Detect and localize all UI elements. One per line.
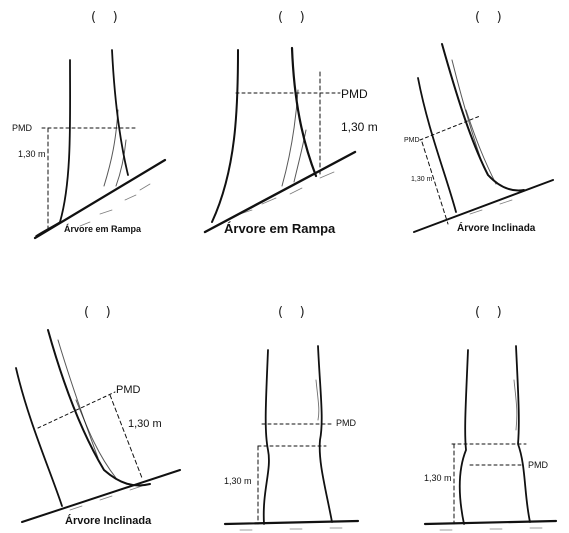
panel-3-answer-blank[interactable]: ( ): [475, 10, 502, 25]
panel-4-caption: Árvore Inclinada: [65, 515, 151, 527]
panel-4-trunk-right: [48, 330, 150, 485]
panel-2-answer-blank[interactable]: ( ): [278, 10, 305, 25]
panel-6-trunk-right: [516, 346, 530, 522]
panel-4-height-line: [110, 395, 142, 478]
panel-4-trunk-left: [16, 368, 62, 506]
panel-1-trunk-right: [112, 50, 128, 175]
panel-4-pmd-label: PMD: [116, 384, 140, 396]
panel-5-drawing: [225, 346, 358, 530]
panel-4-answer-blank[interactable]: ( ): [84, 305, 111, 320]
panel-6-answer-blank[interactable]: ( ): [475, 305, 502, 320]
panel-1-drawing: [35, 50, 165, 238]
panel-1-caption: Árvore em Rampa: [64, 224, 141, 234]
panel-6-drawing: [425, 346, 556, 530]
panel-5-height-label: 1,30 m: [224, 476, 252, 486]
panel-3-height-label: 1,30 m: [411, 176, 432, 183]
panel-2-trunk-left: [212, 50, 238, 222]
panel-3-height-line: [422, 142, 448, 224]
panel-3-trunk-left: [418, 78, 456, 212]
panel-1-answer-blank[interactable]: ( ): [91, 10, 118, 25]
panel-2-pmd-label: PMD: [341, 87, 368, 101]
panel-5-pmd-label: PMD: [336, 418, 356, 428]
panel-4-height-label: 1,30 m: [128, 418, 162, 430]
panel-3-caption: Árvore Inclinada: [457, 223, 535, 234]
panel-6-trunk-left: [460, 350, 468, 524]
panel-3-drawing: [414, 44, 553, 232]
panel-5-answer-blank[interactable]: ( ): [278, 305, 305, 320]
panel-5-ground: [225, 521, 358, 524]
panel-5-trunk-right: [318, 346, 332, 522]
panel-6-height-label: 1,30 m: [424, 473, 452, 483]
panel-2-caption: Árvore em Rampa: [224, 221, 335, 236]
panel-2-drawing: [205, 48, 355, 232]
panel-6-ground: [425, 521, 556, 524]
panel-3-trunk-right: [442, 44, 524, 190]
panel-2-height-label: 1,30 m: [341, 120, 378, 134]
panel-2-ground: [205, 152, 355, 232]
panel-1-pmd-label: PMD: [12, 123, 32, 133]
panel-1-height-label: 1,30 m: [18, 149, 46, 159]
panel-6-pmd-label: PMD: [528, 460, 548, 470]
panel-1-trunk-left: [60, 60, 70, 222]
panel-5-trunk-left: [264, 350, 269, 524]
panel-3-pmd-label: PMD: [404, 137, 420, 144]
